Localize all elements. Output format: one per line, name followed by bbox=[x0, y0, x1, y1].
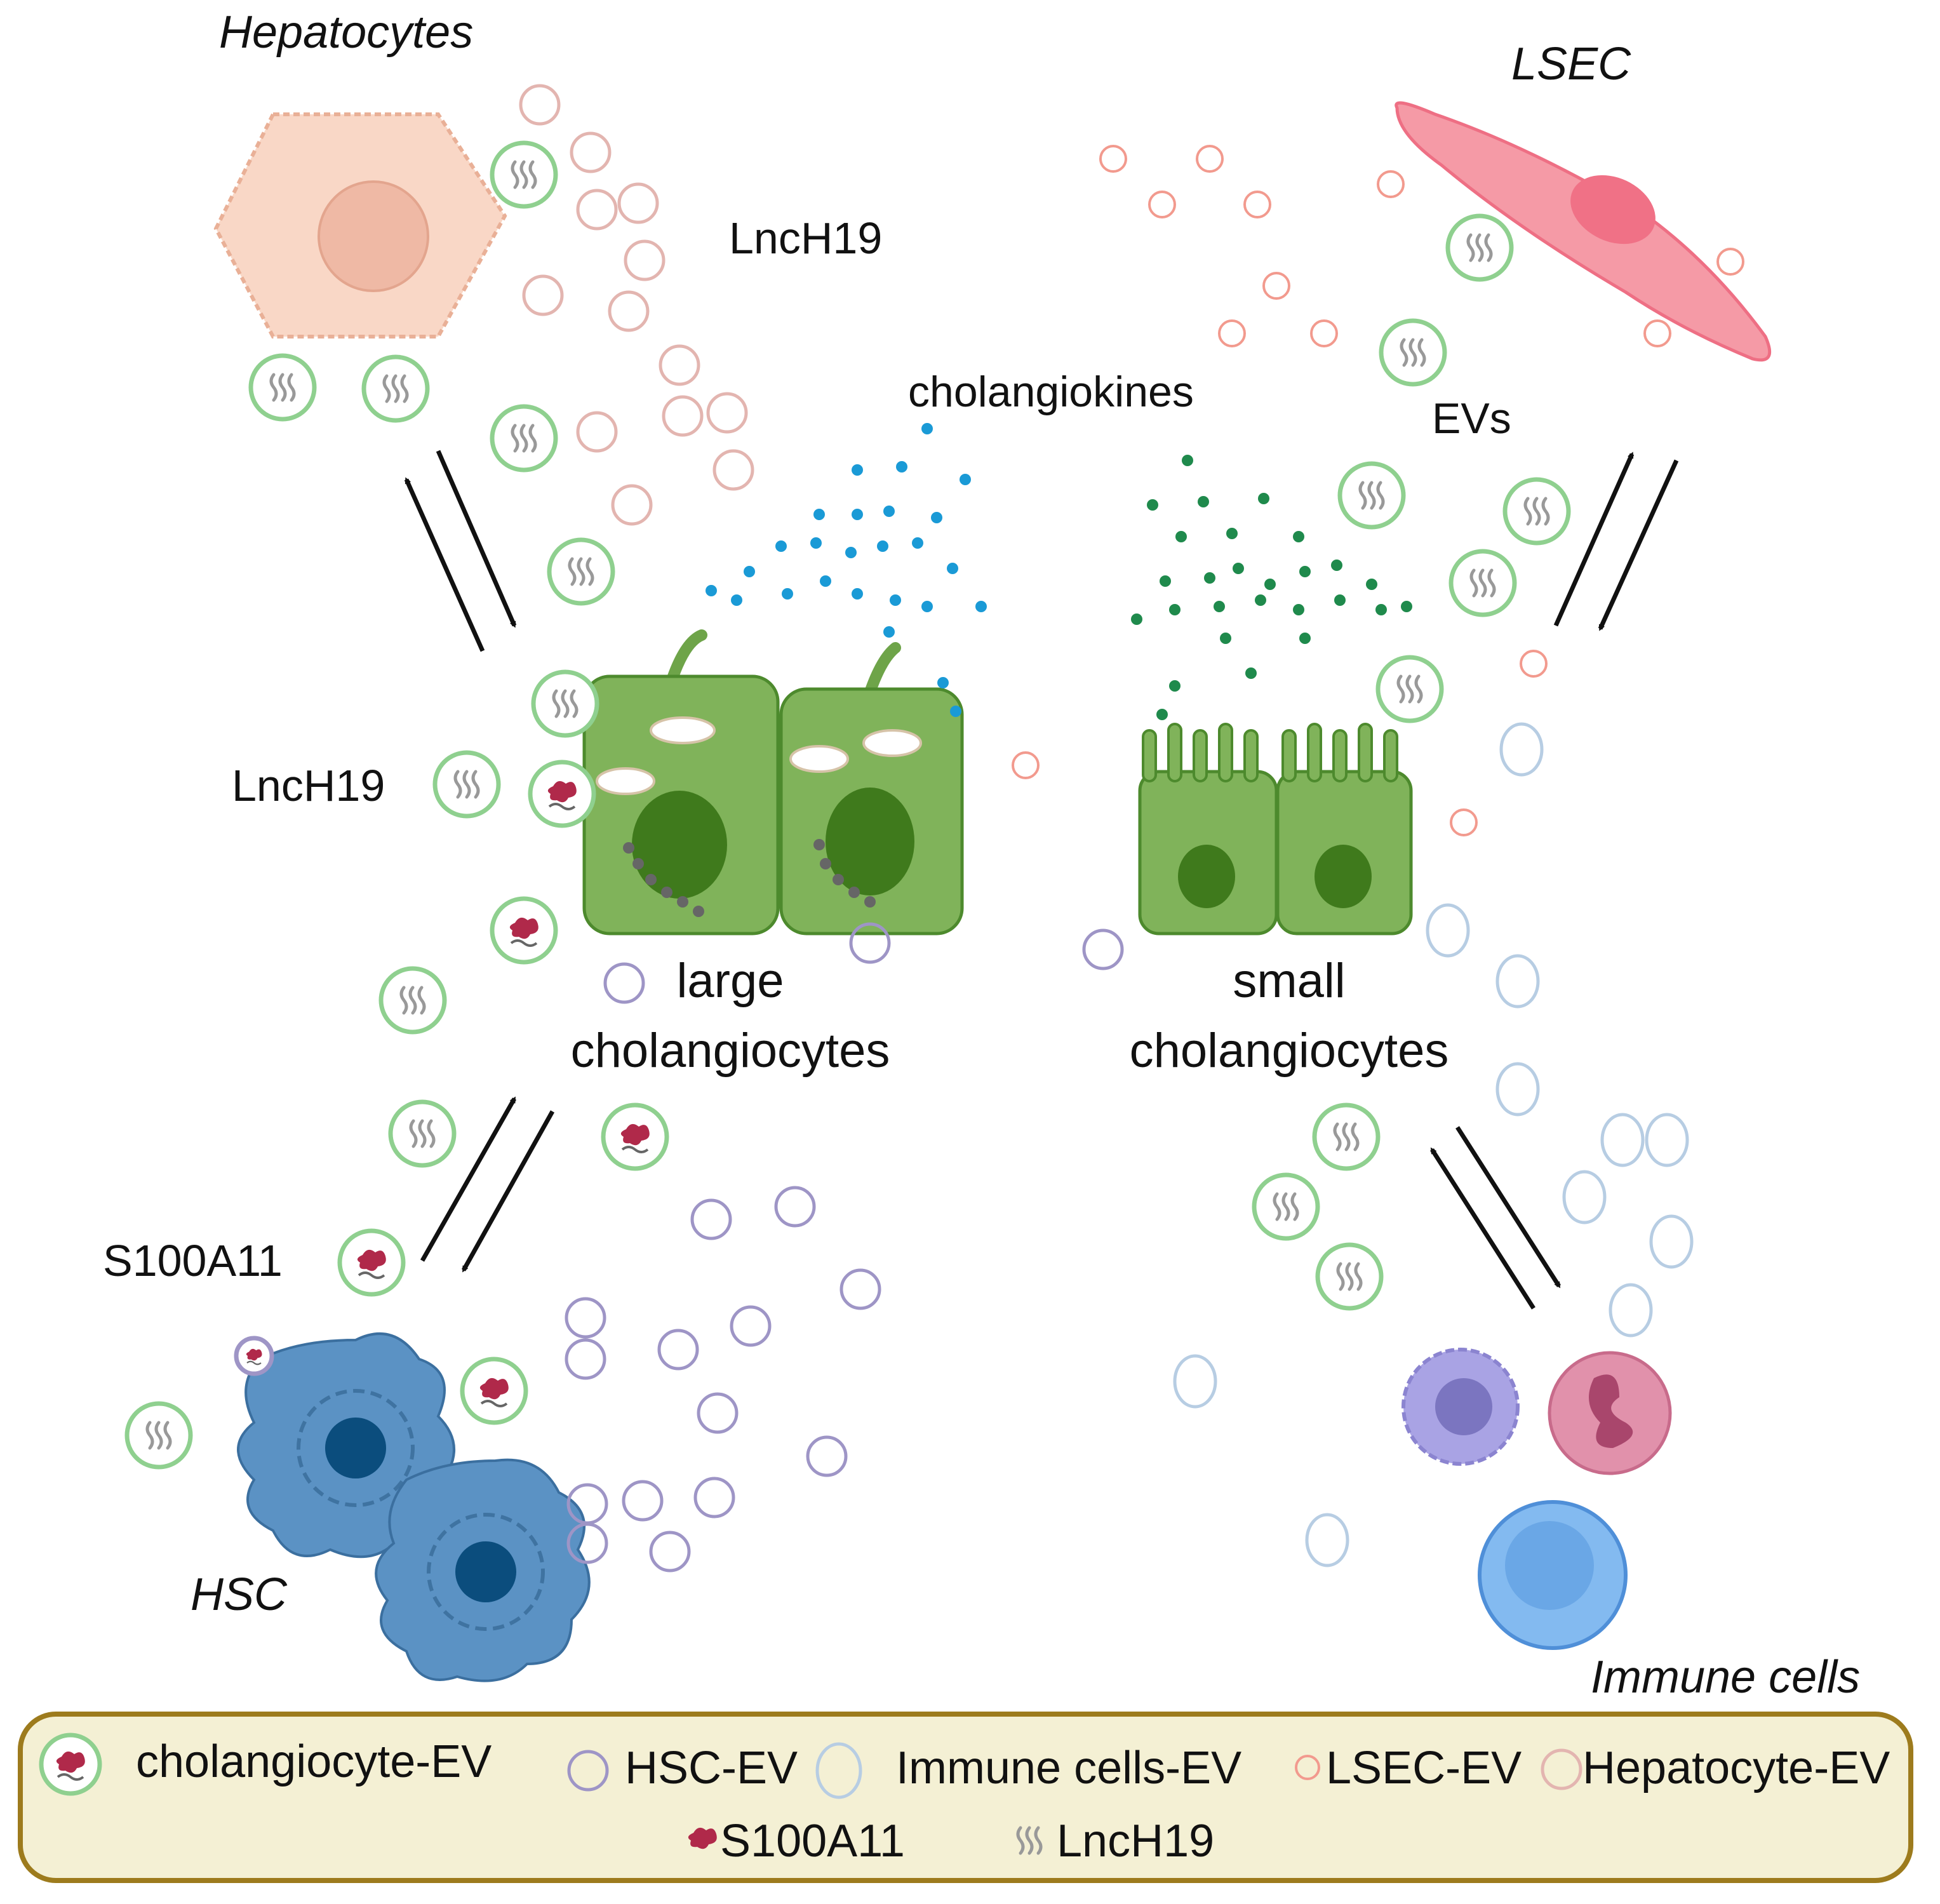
cholangiocyte-ev bbox=[601, 1103, 669, 1171]
arrow-chol-to-lsec bbox=[1553, 452, 1635, 627]
evs-label: EVs bbox=[1432, 394, 1511, 443]
arrow-chol-to-hepatocytes bbox=[404, 477, 485, 652]
cholangiocyte-ev bbox=[1502, 477, 1571, 546]
cholangiocyte-ev bbox=[531, 669, 599, 738]
cholangiocyte-ev bbox=[1375, 655, 1444, 723]
arrows bbox=[404, 450, 1679, 1310]
hepatocyte-evs bbox=[519, 84, 754, 526]
large-cholangiocytes-label: large cholangiocytes bbox=[527, 946, 933, 1086]
large-cholangiocytes-cells bbox=[582, 629, 964, 935]
legend-lnch19-label: LncH19 bbox=[1057, 1816, 1215, 1867]
small-cholangiocytes-label: small cholangiocytes bbox=[1086, 946, 1492, 1086]
cholangiocyte-ev bbox=[337, 1228, 406, 1297]
legend-immune-ev-label: Immune cells-EV bbox=[896, 1743, 1242, 1793]
s100a11-label-left: S100A11 bbox=[103, 1236, 283, 1285]
cholangiocyte-ev bbox=[1448, 549, 1517, 617]
cholangiocyte-ev bbox=[490, 404, 558, 473]
arrow-chol-to-hsc bbox=[461, 1110, 555, 1273]
legend-hsc-ev-icon bbox=[567, 1750, 609, 1792]
cholangiocyte-ev bbox=[1315, 1242, 1384, 1311]
lsec-evs bbox=[1012, 145, 1744, 836]
arrow-lsec-to-chol bbox=[1598, 459, 1679, 631]
cholangiocyte-ev bbox=[388, 1099, 457, 1168]
legend-lsec-ev-label: LSEC-EV bbox=[1326, 1743, 1522, 1793]
small-label-line2: cholangiocytes bbox=[1129, 1024, 1449, 1078]
lnch19-label-left: LncH19 bbox=[232, 761, 385, 810]
hsc-cells bbox=[237, 1332, 591, 1682]
hepatocyte-cell bbox=[213, 112, 507, 339]
legend-immune-ev-icon bbox=[815, 1742, 862, 1799]
cholangiocyte-ev bbox=[1445, 213, 1514, 282]
large-label-line2: cholangiocytes bbox=[570, 1024, 890, 1078]
cholangiocyte-evs bbox=[124, 140, 1571, 1470]
immune-cells-evs bbox=[1173, 722, 1694, 1567]
cholangiocyte-ev bbox=[124, 1401, 193, 1470]
cholangiocyte-ev bbox=[490, 896, 558, 965]
legend-cholangiocyte-ev-icon bbox=[39, 1733, 102, 1796]
arrow-hsc-to-chol bbox=[420, 1096, 517, 1262]
legend-lsec-ev-icon bbox=[1295, 1755, 1320, 1780]
legend-s100a11-label: S100A11 bbox=[720, 1816, 905, 1867]
hepatocytes-label: Hepatocytes bbox=[219, 7, 474, 58]
lsec-cell bbox=[1395, 101, 1772, 362]
legend-cholangiocyte-ev-label: cholangiocyte-EV bbox=[136, 1736, 492, 1787]
cholangiocyte-ev bbox=[432, 750, 501, 819]
large-label-line1: large bbox=[676, 954, 784, 1008]
cholangiocyte-ev bbox=[1379, 318, 1447, 387]
cholangiocyte-ev bbox=[490, 140, 558, 209]
lsec-label: LSEC bbox=[1511, 39, 1631, 90]
immune-cells bbox=[1401, 1348, 1672, 1650]
cholangiokines-small bbox=[1131, 455, 1412, 720]
legend-hsc-ev-label: HSC-EV bbox=[625, 1743, 798, 1793]
cholangiocyte-ev bbox=[547, 537, 615, 606]
cholangiocyte-ev bbox=[460, 1357, 528, 1425]
cholangiocyte-ev bbox=[361, 354, 430, 423]
arrow-immune-to-chol bbox=[1430, 1147, 1535, 1310]
legend-hepatocyte-ev-icon bbox=[1541, 1748, 1582, 1790]
arrow-chol-to-immune bbox=[1455, 1126, 1561, 1289]
cholangiocyte-ev bbox=[234, 1336, 274, 1376]
cholangiocyte-ev bbox=[248, 353, 317, 422]
arrow-hepatocytes-to-chol bbox=[436, 450, 517, 628]
cholangiocyte-ev bbox=[1252, 1172, 1320, 1241]
hsc-label: HSC bbox=[191, 1569, 288, 1620]
cholangiokines-label: cholangiokines bbox=[908, 368, 1194, 416]
legend-s100a11-icon bbox=[688, 1827, 717, 1849]
immune-cells-label: Immune cells bbox=[1591, 1652, 1861, 1703]
cholangiocyte-ev bbox=[1312, 1103, 1381, 1171]
legend-lnch19-icon bbox=[1013, 1821, 1045, 1860]
lnch19-label-top: LncH19 bbox=[729, 213, 883, 263]
hsc-evs bbox=[565, 922, 1124, 1572]
legend-hepatocyte-ev-label: Hepatocyte-EV bbox=[1582, 1743, 1890, 1793]
legend: cholangiocyte-EV HSC-EV Immune cells-EV … bbox=[18, 1712, 1913, 1883]
cholangiocyte-ev bbox=[1337, 461, 1406, 530]
small-cholangiocytes-cells bbox=[1138, 723, 1413, 935]
cholangiocyte-ev bbox=[528, 760, 596, 828]
small-label-line1: small bbox=[1233, 954, 1346, 1008]
cholangiokines-large bbox=[706, 423, 987, 717]
cholangiocyte-ev bbox=[378, 966, 447, 1035]
